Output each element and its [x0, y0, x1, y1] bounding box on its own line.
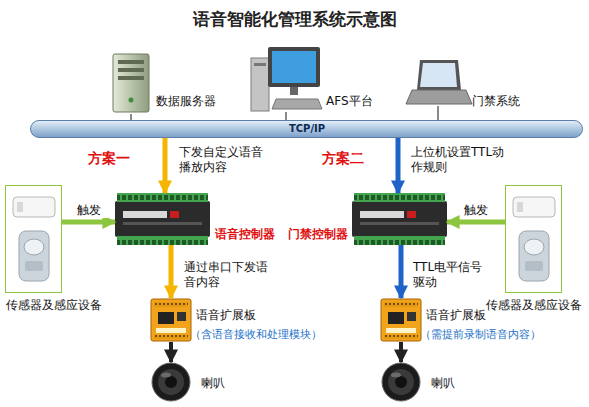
connector-arrow — [399, 342, 403, 362]
node-label: 喇叭 — [201, 376, 225, 390]
edge-label: 下发自定义语音播放内容 — [178, 145, 272, 175]
edge-label: 触发 — [76, 203, 108, 218]
node-label: 传感器及感应设备 — [6, 298, 102, 312]
connector-arrow — [396, 138, 401, 193]
connector-arrow — [62, 220, 115, 225]
node-label: TCP/IP — [289, 123, 325, 135]
controller-box: 门禁控制器 — [352, 193, 447, 245]
expansion-board: 语音扩展板（需提前录制语音内容） — [380, 298, 422, 342]
node-note: （含语音接收和处理模块） — [190, 328, 322, 341]
sensor-icons — [513, 197, 555, 281]
speaker: 喇叭 — [151, 362, 191, 402]
node-label: 传感器及感应设备 — [486, 298, 582, 312]
node-label: 语音扩展板 — [196, 308, 256, 322]
connector-arrow — [437, 106, 439, 120]
diagram-title: 语音智能化管理系统示意图 — [0, 8, 589, 31]
system-node: 门禁系统 — [406, 58, 470, 106]
node-note: （需提前录制语音内容） — [420, 328, 541, 341]
scheme-label: 方案一 — [88, 150, 130, 168]
network-bus: TCP/IP — [30, 120, 583, 138]
node-label: AFS平台 — [326, 94, 373, 108]
edge-label: 通过串口下发语音内容 — [183, 260, 277, 290]
edge-label: 触发 — [463, 203, 495, 218]
laptop-icon — [406, 60, 472, 104]
server-node: 数据服务器 — [110, 52, 152, 114]
connector-arrow — [163, 138, 168, 193]
expansion-board — [151, 299, 191, 341]
connector-arrow — [447, 220, 505, 225]
connector-arrow — [169, 245, 174, 298]
scheme-label: 方案二 — [322, 150, 364, 168]
connector-arrow — [169, 342, 173, 362]
node-label: 门禁控制器 — [288, 227, 348, 241]
node-label: 门禁系统 — [472, 94, 520, 108]
node-label: 数据服务器 — [156, 94, 216, 108]
server-icon — [113, 54, 149, 112]
expansion-board: 语音扩展板（含语音接收和处理模块） — [150, 298, 192, 342]
computer-icon — [251, 47, 322, 111]
platform-node: AFS平台 — [250, 46, 322, 112]
connector-arrow — [285, 112, 287, 120]
controller-device — [352, 193, 447, 245]
connector-arrow — [399, 245, 404, 298]
node-label: 语音扩展板 — [426, 308, 486, 322]
edge-label: 上位机设置TTL动作规则 — [410, 145, 510, 175]
controller-device — [115, 193, 210, 245]
speaker-icon — [382, 363, 420, 401]
sensor-group: 传感器及感应设备 — [5, 185, 62, 293]
controller-box: 语音控制器 — [115, 193, 210, 245]
speaker-icon — [152, 363, 190, 401]
sensor-group: 传感器及感应设备 — [505, 185, 562, 293]
sensor-icons — [13, 197, 55, 281]
node-label: 语音控制器 — [215, 227, 275, 241]
speaker: 喇叭 — [381, 362, 421, 402]
expansion-board — [381, 299, 421, 341]
edge-label: TTL电平信号驱动 — [412, 260, 494, 290]
node-label: 喇叭 — [431, 376, 455, 390]
